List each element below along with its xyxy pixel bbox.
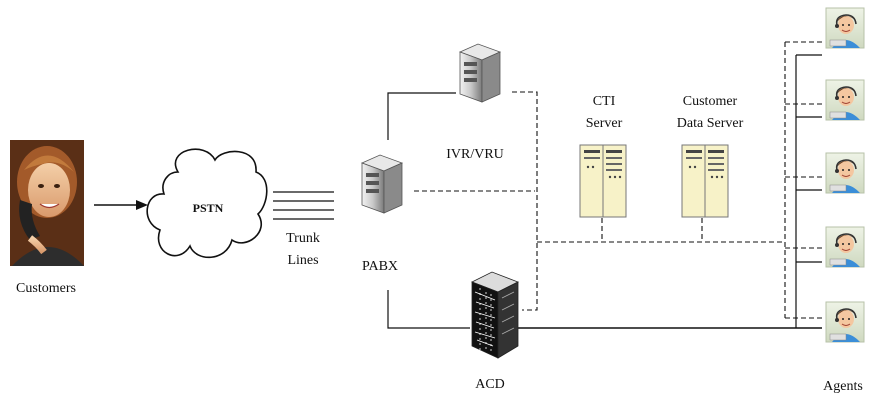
ivr-server-icon [459, 43, 501, 103]
cti-label-line1: CTI [592, 94, 616, 109]
agent-avatar-icon [825, 301, 865, 343]
pstn-cloud-icon [146, 148, 268, 259]
trunk-lines-label-line2: Lines [287, 253, 319, 268]
agent-avatar-icon [825, 79, 865, 121]
arrow-head [136, 200, 148, 210]
customer-data-server-icon [681, 144, 729, 218]
agent-avatar-icon [825, 152, 865, 194]
cti-label-line2: Server [585, 116, 623, 131]
agent-avatar-icon [825, 7, 865, 49]
ivr-label: IVR/VRU [446, 147, 504, 162]
customers-label: Customers [16, 281, 76, 296]
acd-label: ACD [475, 377, 505, 392]
pabx-server-icon [361, 154, 403, 214]
pabx-acd-link [387, 290, 470, 329]
cti-server-icon [579, 144, 627, 218]
customer-data-label-line2: Data Server [676, 116, 744, 131]
agent-avatar-icon [825, 226, 865, 268]
pstn-label: PSTN [192, 201, 224, 215]
acd-switch-icon [471, 271, 519, 359]
pabx-label: PABX [361, 259, 399, 274]
trunk-lines-label-line1: Trunk [286, 231, 320, 246]
customer-data-label-line1: Customer [682, 94, 738, 109]
agents-label: Agents [823, 379, 863, 394]
customer-photo-icon [10, 140, 84, 266]
pabx-ivr-link [387, 92, 456, 140]
ivr-acd-data-link [512, 91, 538, 311]
connection-lines [94, 41, 822, 329]
